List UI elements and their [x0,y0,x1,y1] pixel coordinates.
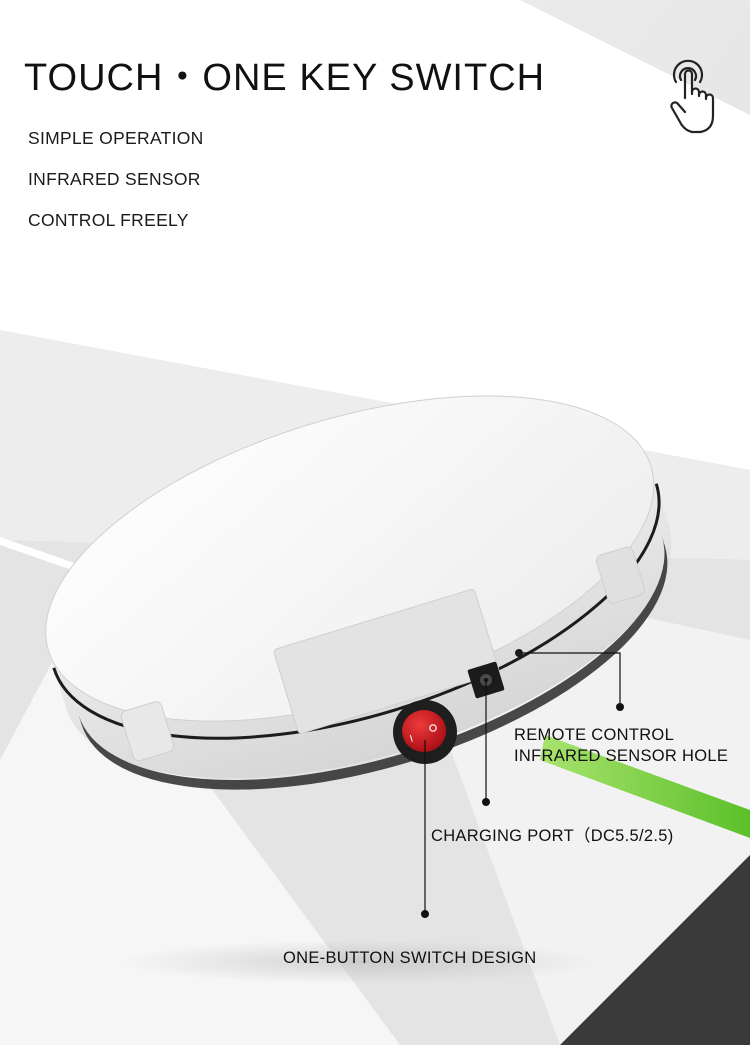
callout-switch-design: ONE-BUTTON SWITCH DESIGN [283,949,537,967]
power-switch-icon [402,710,446,752]
callout-remote-line1: REMOTE CONTROL [514,726,675,744]
svg-text:I: I [409,734,415,745]
callout-remote-line2: INFRARED SENSOR HOLE [514,747,729,765]
feature-infrared-sensor: INFRARED SENSOR [28,169,201,189]
ir-sensor-hole-icon [515,649,523,657]
page-title: TOUCH・ONE KEY SWITCH [24,57,546,99]
callout-remote-sensor: REMOTE CONTROL INFRARED SENSOR HOLE [514,725,728,767]
feature-simple-operation: SIMPLE OPERATION [28,128,204,148]
touch-hand-icon [670,59,715,134]
feature-control-freely: CONTROL FREELY [28,210,189,230]
callout-charging-port: CHARGING PORT（DC5.5/2.5) [431,827,674,845]
